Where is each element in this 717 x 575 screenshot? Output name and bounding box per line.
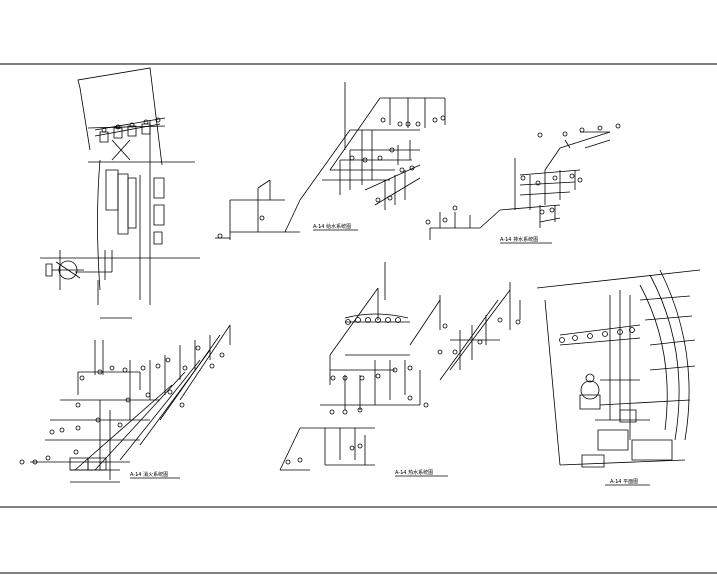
iso-bm-fixtures-bottom — [286, 318, 520, 464]
sheet-border — [0, 64, 717, 573]
isometric-bottom-middle: A-1̵4 热水系统图 — [280, 262, 520, 476]
caption-iso-bottom-left: A-1̵4 消火系统图 — [130, 471, 168, 478]
caption-iso-top-right: A-1̵4 排水系统图 — [500, 236, 538, 243]
iso-bl-fixtures — [20, 346, 224, 464]
caption-iso-bottom-middle: A-1̵4 热水系统图 — [395, 469, 433, 476]
iso-bm-fixtures-top — [346, 318, 401, 325]
caption-iso-top-middle: A-1̵4 给水系统图 — [313, 223, 351, 230]
floor-plan-left — [40, 68, 200, 318]
isometric-bottom-left: A-1̵4 消火系统图 — [20, 325, 230, 482]
isometric-top-right: A-1̵4 排水系统图 — [426, 124, 620, 243]
plan-right-fixtures — [560, 328, 635, 343]
caption-plan-right: A-1̵4 平面图 — [610, 479, 638, 485]
iso-tr-fixtures — [426, 124, 620, 224]
plan-left-fixtures — [100, 118, 160, 142]
iso-tm-fixtures — [218, 116, 445, 238]
isometric-top-middle: A-1̵4 给水系统图 — [215, 82, 445, 240]
floor-plan-right: A-1̵4 平面图 — [537, 270, 700, 485]
